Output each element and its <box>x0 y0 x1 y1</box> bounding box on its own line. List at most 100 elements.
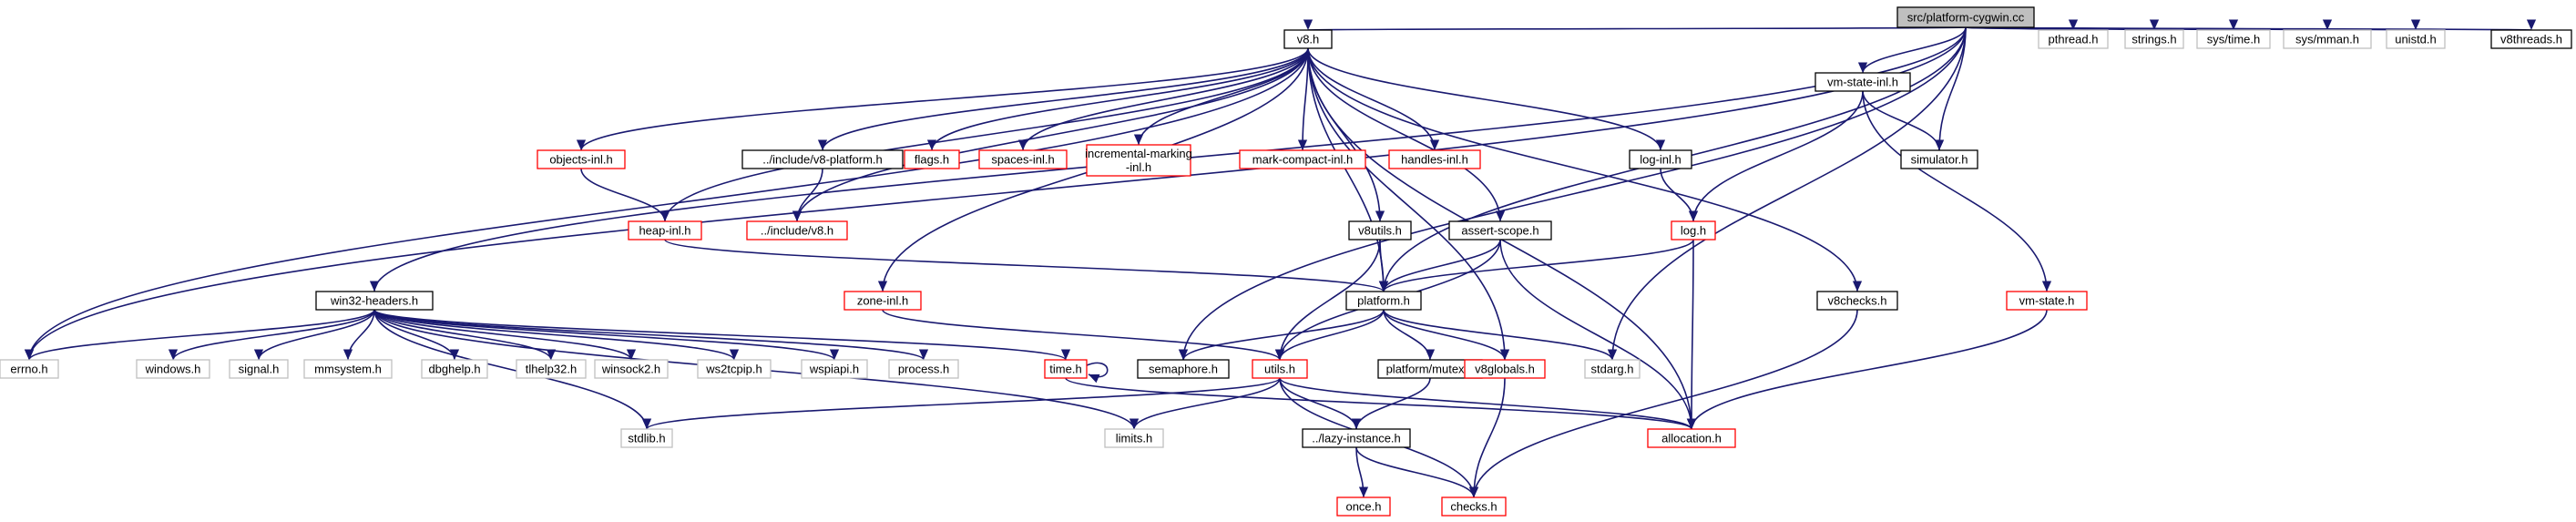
node-label: -inl.h <box>1126 160 1151 174</box>
node-markcompact[interactable]: mark-compact-inl.h <box>1239 149 1366 169</box>
node-box <box>1814 72 1911 92</box>
node-stdarg[interactable]: stdarg.h <box>1584 359 1641 379</box>
node-box <box>303 359 393 379</box>
edge-v8h-to-v8checks <box>1307 47 1863 292</box>
node-box <box>1252 359 1308 379</box>
node-box <box>1388 149 1481 169</box>
node-allocation[interactable]: allocation.h <box>1647 428 1736 448</box>
node-label: unistd.h <box>2395 33 2437 46</box>
node-label: process.h <box>898 363 949 376</box>
edge-root-to-vmstateinl <box>1857 26 1967 74</box>
node-pthread[interactable]: pthread.h <box>2038 29 2109 49</box>
node-dbghelp[interactable]: dbghelp.h <box>421 359 488 379</box>
node-timeh[interactable]: time.h <box>1044 359 1088 379</box>
node-label: v8checks.h <box>1827 294 1886 308</box>
node-v8globals[interactable]: v8globals.h <box>1464 359 1546 379</box>
node-utils[interactable]: utils.h <box>1252 359 1308 379</box>
node-box <box>1900 149 1978 169</box>
node-box <box>1044 359 1088 379</box>
edge-layer <box>24 18 2532 498</box>
node-v8threads[interactable]: v8threads.h <box>2490 29 2572 49</box>
node-box <box>1464 359 1546 379</box>
edge-win32headers-to-winsock2 <box>373 309 636 361</box>
node-tlhelp32[interactable]: tlhelp32.h <box>516 359 587 379</box>
edge-v8h-to-platformh <box>1307 47 1389 292</box>
node-zoneinl[interactable]: zone-inl.h <box>843 291 922 311</box>
node-wspiapi[interactable]: wspiapi.h <box>801 359 868 379</box>
node-box <box>801 359 868 379</box>
node-incv8platform[interactable]: ../include/v8-platform.h <box>741 149 904 169</box>
node-root[interactable]: src/platform-cygwin.cc <box>1896 6 2035 28</box>
node-winsock2[interactable]: winsock2.h <box>594 359 669 379</box>
node-box <box>978 149 1068 169</box>
node-incmarking[interactable]: incremental-marking-inl.h <box>1085 144 1192 177</box>
node-systime[interactable]: sys/time.h <box>2196 29 2271 49</box>
node-incv8[interactable]: ../include/v8.h <box>746 220 848 241</box>
node-signal[interactable]: signal.h <box>229 359 289 379</box>
node-errno[interactable]: errno.h <box>0 359 59 379</box>
node-label: ../lazy-instance.h <box>1312 432 1401 445</box>
edge-heapinl-to-platformh <box>664 239 1388 292</box>
node-label: assert-scope.h <box>1461 224 1538 238</box>
node-limits[interactable]: limits.h <box>1104 428 1164 448</box>
node-v8h[interactable]: v8.h <box>1283 29 1333 49</box>
node-box <box>537 149 626 169</box>
node-v8checks[interactable]: v8checks.h <box>1816 291 1898 311</box>
node-box <box>516 359 587 379</box>
node-v8utils[interactable]: v8utils.h <box>1348 220 1412 241</box>
node-label: pthread.h <box>2049 33 2099 46</box>
node-unistd[interactable]: unistd.h <box>2386 29 2446 49</box>
edge-timeh-to-allocation <box>1065 377 1696 430</box>
edge-win32headers-to-mmsystem <box>342 309 375 361</box>
node-mmsystem[interactable]: mmsystem.h <box>303 359 393 379</box>
node-loginl[interactable]: log-inl.h <box>1629 149 1692 169</box>
node-box <box>1239 149 1366 169</box>
node-box <box>628 220 702 241</box>
node-label: dbghelp.h <box>428 363 480 376</box>
node-mutex[interactable]: platform/mutex.h <box>1377 359 1483 379</box>
node-sysmman[interactable]: sys/mman.h <box>2283 29 2372 49</box>
node-label: vm-state.h <box>2019 294 2075 308</box>
node-objectsinl[interactable]: objects-inl.h <box>537 149 626 169</box>
node-logh[interactable]: log.h <box>1671 220 1716 241</box>
node-label: allocation.h <box>1661 432 1722 445</box>
edge-mutex-to-lazyinstance <box>1351 377 1431 430</box>
node-box <box>136 359 210 379</box>
node-strings[interactable]: strings.h <box>2124 29 2184 49</box>
edge-win32headers-to-signal <box>253 309 375 361</box>
node-label: platform/mutex.h <box>1386 363 1475 376</box>
node-once[interactable]: once.h <box>1336 496 1391 517</box>
node-spacesinl[interactable]: spaces-inl.h <box>978 149 1068 169</box>
node-flags[interactable]: flags.h <box>904 149 960 169</box>
node-windows[interactable]: windows.h <box>136 359 210 379</box>
node-label: src/platform-cygwin.cc <box>1907 11 2025 25</box>
node-label: utils.h <box>1264 363 1295 376</box>
node-lazyinstance[interactable]: ../lazy-instance.h <box>1302 428 1411 448</box>
node-label: strings.h <box>2131 33 2176 46</box>
node-vmstateinl[interactable]: vm-state-inl.h <box>1814 72 1911 92</box>
node-vmstate[interactable]: vm-state.h <box>2006 291 2088 311</box>
node-assertscope[interactable]: assert-scope.h <box>1448 220 1552 241</box>
node-platformh[interactable]: platform.h <box>1345 291 1422 311</box>
edge-vmstateinl-to-simulator <box>1862 90 1945 151</box>
node-ws2tcpip[interactable]: ws2tcpip.h <box>697 359 772 379</box>
node-win32headers[interactable]: win32-headers.h <box>315 291 434 311</box>
node-heapinl[interactable]: heap-inl.h <box>628 220 702 241</box>
node-stdlib[interactable]: stdlib.h <box>620 428 673 448</box>
node-box <box>1629 149 1692 169</box>
node-box <box>0 359 59 379</box>
node-checks[interactable]: checks.h <box>1441 496 1507 517</box>
edge-vmstateinl-to-logh <box>1688 90 1864 222</box>
node-process[interactable]: process.h <box>888 359 959 379</box>
node-simulator[interactable]: simulator.h <box>1900 149 1978 169</box>
node-handlesinl[interactable]: handles-inl.h <box>1388 149 1481 169</box>
node-box <box>2283 29 2372 49</box>
node-semaphore[interactable]: semaphore.h <box>1137 359 1230 379</box>
node-label: stdlib.h <box>628 432 665 445</box>
edge-platformh-to-v8globals <box>1383 309 1510 361</box>
node-label: stdarg.h <box>1591 363 1634 376</box>
node-box <box>2386 29 2446 49</box>
node-label: heap-inl.h <box>639 224 690 238</box>
node-box <box>746 220 848 241</box>
